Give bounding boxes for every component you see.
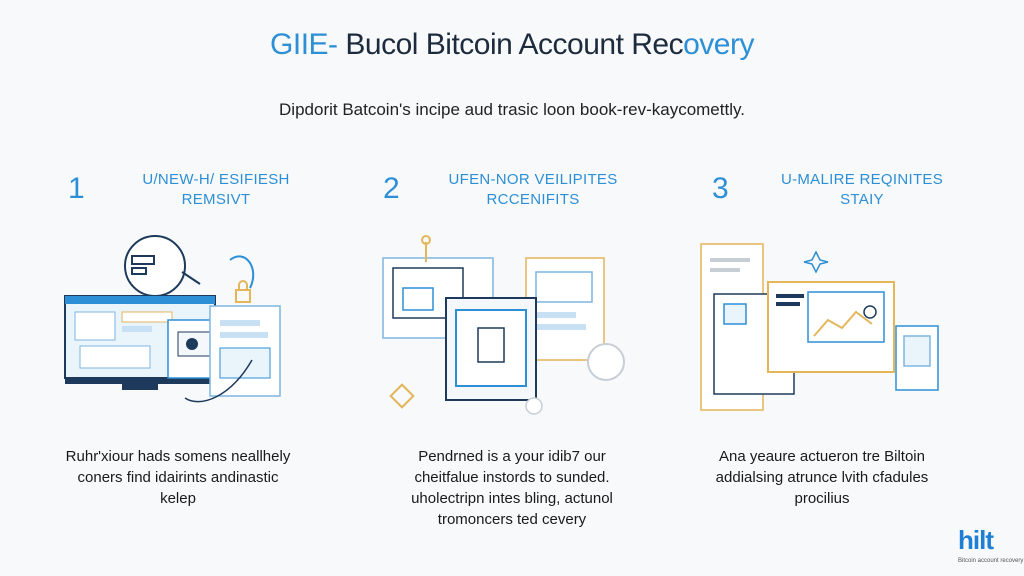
step-heading: U-MALIRE REQINITES STAIY xyxy=(712,170,1012,210)
step-heading: UFEN-NOR VEILIPITES RCCENIFITS xyxy=(383,170,683,210)
description-line: addialsing atrunce lvith cfadules xyxy=(715,469,929,486)
document-icon xyxy=(477,327,505,363)
description-line: coners find idairints andinastic xyxy=(77,469,279,486)
line-chart-icon xyxy=(813,310,873,337)
description-line: Ana yeaure actueron tre Biltoin xyxy=(719,448,925,465)
logo-tagline: Bitcoin account recovery xyxy=(958,558,1024,564)
page-subtitle: Dipdorit Batcoin's incipe aud trasic loo… xyxy=(279,100,745,119)
title-main: Bucol Bitcoin Account Rec xyxy=(337,28,684,61)
step-heading-line: U-MALIRE REQINITES xyxy=(780,171,944,188)
logo-mark: hilt xyxy=(958,525,994,555)
lock-icon xyxy=(235,280,251,303)
step-3-illustration xyxy=(700,243,939,411)
step-3-header: 3 U-MALIRE REQINITES STAIY xyxy=(712,170,1012,220)
description-line: tromoncers ted cevery xyxy=(437,511,587,528)
brand-logo: hilt Bitcoin account recovery xyxy=(958,525,1023,570)
step-1-description: Ruhr'xiour hads somens neallhely coners … xyxy=(48,446,308,509)
diamond-icon xyxy=(389,383,415,409)
user-avatar-icon xyxy=(186,338,198,350)
step-heading-line: U/NEW-H/ ESIFIESH xyxy=(142,171,290,188)
step-heading-line: REMSIVT xyxy=(181,191,251,208)
description-line: kelep xyxy=(160,490,196,507)
step-2-description: Pendrned is a your idib7 our cheitfalue … xyxy=(382,446,642,530)
step-1-header: 1 U/NEW-H/ ESIFIESH REMSIVT xyxy=(66,170,366,220)
step-number: 2 xyxy=(383,172,400,205)
step-number: 1 xyxy=(68,172,85,205)
step-number: 3 xyxy=(712,172,729,205)
sparkle-icon xyxy=(803,250,829,274)
step-3-description: Ana yeaure actueron tre Biltoin addialsi… xyxy=(692,446,952,509)
description-line: procilius xyxy=(794,490,850,507)
title-brand: GIIE- xyxy=(270,28,338,61)
step-2-header: 2 UFEN-NOR VEILIPITES RCCENIFITS xyxy=(383,170,683,220)
description-line: uholectripn intes bling, actunol xyxy=(411,490,613,507)
description-line: cheitfalue instords to sunded. xyxy=(414,469,610,486)
step-heading: U/NEW-H/ ESIFIESH REMSIVT xyxy=(66,170,366,210)
description-line: Pendrned is a your idib7 our xyxy=(418,448,606,465)
step-heading-line: STAIY xyxy=(840,191,884,208)
title-end: overy xyxy=(683,28,754,61)
magnifier-bubble-icon xyxy=(124,235,186,297)
step-heading-line: RCCENIFITS xyxy=(486,191,580,208)
chat-bubble-icon xyxy=(587,343,625,381)
step-heading-line: UFEN-NOR VEILIPITES xyxy=(448,171,618,188)
step-1-illustration xyxy=(64,235,281,403)
step-2-illustration xyxy=(382,235,625,415)
description-line: Ruhr'xiour hads somens neallhely xyxy=(65,448,291,465)
page-title: GIIE- Bucol Bitcoin Account Recovery xyxy=(0,28,1024,62)
